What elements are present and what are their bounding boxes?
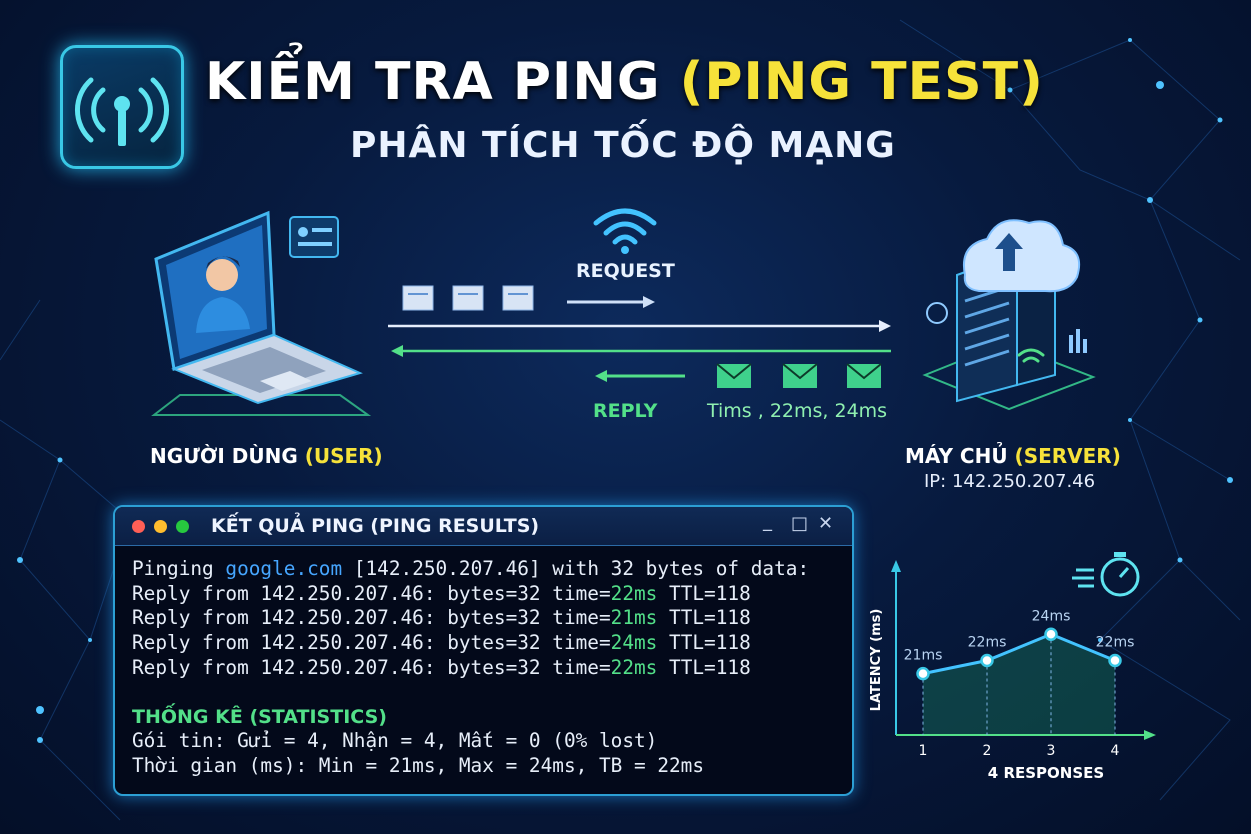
user-caption-main: NGƯỜI DÙNG: [150, 444, 298, 468]
maximize-dot-icon[interactable]: [176, 520, 189, 533]
latency-line: [922, 632, 1116, 676]
close-button[interactable]: ✕: [818, 513, 834, 534]
x-tick-label: 3: [1047, 743, 1056, 759]
ping-suffix: [142.250.207.46] with 32 bytes of data:: [342, 557, 810, 580]
reply-times: Tims , 22ms, 24ms: [707, 400, 888, 422]
minimize-dot-icon[interactable]: [154, 520, 167, 533]
data-point: [1108, 653, 1122, 668]
server-caption-highlight: (SERVER): [1014, 444, 1121, 468]
reply-time: 22ms: [610, 581, 658, 605]
server-caption: MÁY CHỦ (SERVER): [905, 444, 1121, 468]
title-main: KIỂM TRA PING: [205, 52, 661, 112]
server-caption-main: MÁY CHỦ: [905, 444, 1008, 468]
time-line: Thời gian (ms): Min = 21ms, Max = 24ms, …: [132, 753, 705, 777]
stopwatch-icon: [1072, 552, 1140, 597]
reply-suffix: TTL=118: [657, 655, 751, 679]
chart-plot-area: 21ms 1 22ms 2 24ms 3 22ms 4 4 RESPONSES LATENCY (…: [869, 560, 1156, 782]
reply-line: Reply from 142.250.207.46: bytes=32 time…: [132, 656, 809, 681]
wifi-signal-icon: [75, 77, 169, 146]
maximize-button[interactable]: □: [791, 513, 809, 534]
packets-line: Gói tin: Gửi = 4, Nhận = 4, Mất = 0 (0% …: [132, 729, 658, 753]
reply-label: REPLY: [593, 400, 658, 422]
host-link: google.com: [225, 557, 343, 580]
reply-prefix: Reply from 142.250.207.46: bytes=32 time…: [132, 655, 611, 679]
data-point: [980, 653, 994, 668]
reply-prefix: Reply from 142.250.207.46: bytes=32 time…: [132, 631, 611, 655]
point-label: 22ms: [968, 635, 1007, 651]
statistics-heading: THỐNG KÊ (STATISTICS): [132, 705, 387, 728]
reply-prefix: Reply from 142.250.207.46: bytes=32 time…: [132, 581, 611, 605]
packet-flow: [388, 285, 891, 388]
reply-line: Reply from 142.250.207.46: bytes=32 time…: [132, 606, 809, 631]
server-cloud-icon: [922, 219, 1096, 411]
server-ip: IP: 142.250.207.46: [924, 471, 1096, 492]
ping-prefix: Pinging: [132, 557, 226, 580]
y-axis-arrow: [891, 560, 901, 572]
document-packet-icon: [402, 285, 534, 311]
reply-line: Reply from 142.250.207.46: bytes=32 time…: [132, 582, 809, 607]
wifi-icon: [593, 208, 657, 254]
reply-time: 22ms: [610, 655, 658, 679]
point-label: 24ms: [1032, 608, 1071, 624]
data-point: [1044, 627, 1058, 641]
data-point: [916, 666, 930, 681]
email-envelope-icon: [716, 363, 882, 388]
latency-area: [923, 634, 1115, 735]
reply-time: 24ms: [610, 631, 658, 655]
x-tick-label: 1: [919, 743, 928, 759]
reply-suffix: TTL=118: [657, 631, 751, 655]
page-title: KIỂM TRA PING (PING TEST): [205, 52, 1044, 112]
x-tick-label: 4: [1111, 743, 1120, 759]
x-axis-arrow: [1144, 730, 1156, 740]
point-label: 21ms: [904, 648, 943, 664]
x-axis-label: 4 RESPONSES: [988, 764, 1104, 782]
reply-suffix: TTL=118: [657, 606, 751, 630]
minimize-button[interactable]: _: [763, 511, 772, 532]
terminal-titlebar: KẾT QUẢ PING (PING RESULTS) _ □ ✕: [115, 507, 852, 546]
page-subtitle: PHÂN TÍCH TỐC ĐỘ MẠNG: [350, 125, 896, 166]
ping-results-terminal: KẾT QUẢ PING (PING RESULTS) _ □ ✕ Pingin…: [113, 505, 854, 796]
x-tick-label: 2: [983, 743, 992, 759]
reply-suffix: TTL=118: [657, 581, 751, 605]
close-dot-icon[interactable]: [132, 520, 145, 533]
laptop-user-icon: [151, 210, 372, 416]
title-highlight: (PING TEST): [679, 52, 1044, 112]
terminal-title: KẾT QUẢ PING (PING RESULTS): [211, 515, 540, 537]
point-label: 22ms: [1096, 635, 1135, 651]
request-label: REQUEST: [576, 260, 675, 282]
reply-line: Reply from 142.250.207.46: bytes=32 time…: [132, 631, 809, 656]
reply-prefix: Reply from 142.250.207.46: bytes=32 time…: [132, 606, 611, 630]
user-caption: NGƯỜI DÙNG (USER): [150, 444, 383, 468]
latency-chart: 21ms 1 22ms 2 24ms 3 22ms 4 4 RESPONSES LATENCY (…: [869, 552, 1156, 782]
ping-line: Pinging google.com [142.250.207.46] with…: [132, 557, 809, 582]
terminal-output: Pinging google.com [142.250.207.46] with…: [132, 557, 809, 779]
app-logo: [60, 45, 184, 169]
y-axis-label: LATENCY (ms): [869, 609, 884, 712]
reply-time: 21ms: [610, 606, 658, 630]
user-caption-highlight: (USER): [304, 444, 383, 468]
